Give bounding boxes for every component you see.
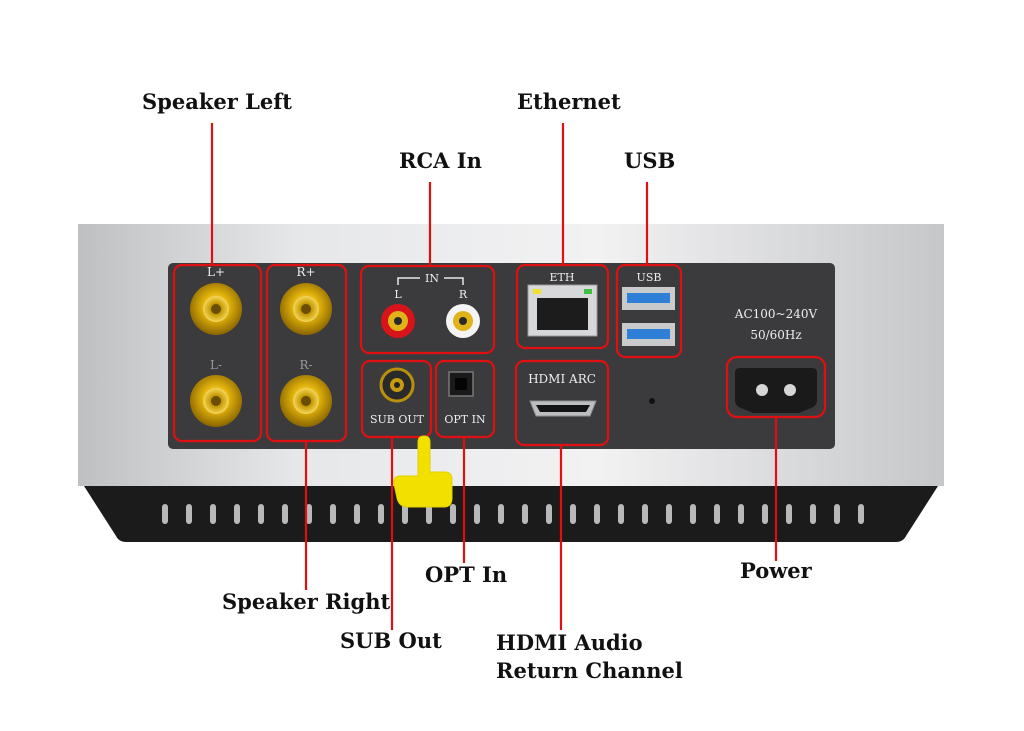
pinhole xyxy=(649,398,655,404)
callout-speaker-left: Speaker Left xyxy=(142,89,292,114)
label-in-l: L xyxy=(394,288,402,301)
ethernet-port xyxy=(527,284,598,337)
label-hdmi-arc: HDMI ARC xyxy=(528,372,596,386)
callout-speaker-right: Speaker Right xyxy=(222,589,391,614)
callout-rca-in: RCA In xyxy=(399,148,482,173)
usb-ports xyxy=(622,287,675,346)
label-ac-voltage: AC100~240V xyxy=(734,307,818,321)
optical-in-port xyxy=(448,371,474,397)
callout-hdmi-line2: Return Channel xyxy=(496,658,683,683)
label-r-minus: R- xyxy=(299,358,312,372)
pointing-hand-icon xyxy=(393,435,453,508)
label-usb: USB xyxy=(637,271,662,284)
base-vents xyxy=(162,504,864,524)
label-opt-in: OPT IN xyxy=(444,413,486,426)
rca-input-jacks xyxy=(381,277,480,338)
callout-sub-out: SUB Out xyxy=(340,628,442,653)
label-ac-frequency: 50/60Hz xyxy=(750,328,801,342)
speaker-left-terminals xyxy=(190,283,242,427)
label-l-plus: L+ xyxy=(207,265,225,279)
callout-power: Power xyxy=(740,558,812,583)
label-r-plus: R+ xyxy=(296,265,315,279)
power-inlet xyxy=(735,368,817,413)
hdmi-arc-port xyxy=(529,400,597,417)
callout-hdmi-line1: HDMI Audio xyxy=(496,630,643,655)
label-in: IN xyxy=(425,272,439,285)
callout-opt-in: OPT In xyxy=(425,562,508,587)
callout-usb: USB xyxy=(624,148,676,173)
speaker-right-terminals xyxy=(280,283,332,427)
panel-labels: L+ L- R+ R- IN L R SUB OUT OPT IN ETH US… xyxy=(207,265,818,426)
label-eth: ETH xyxy=(550,271,575,284)
sub-out-jack xyxy=(379,367,415,403)
callout-ethernet: Ethernet xyxy=(517,89,621,114)
label-l-minus: L- xyxy=(210,358,222,372)
callout-lines xyxy=(210,123,778,630)
label-in-r: R xyxy=(459,288,468,301)
label-sub-out: SUB OUT xyxy=(370,413,425,426)
